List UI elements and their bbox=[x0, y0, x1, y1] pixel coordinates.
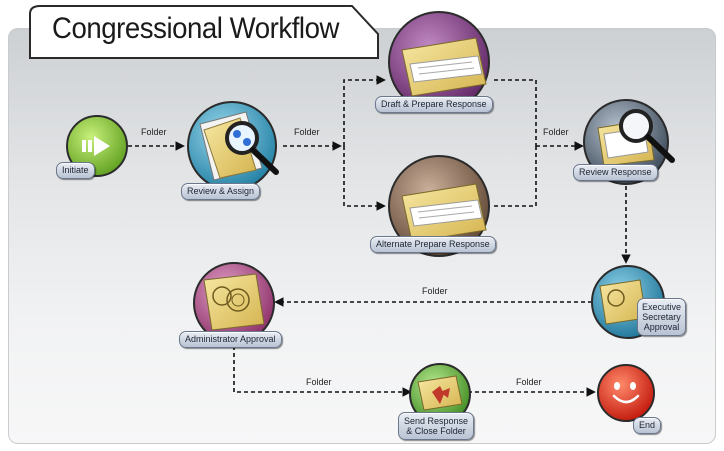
node-label-initiate: Initiate bbox=[56, 162, 95, 179]
node-label-review-response: Review Response bbox=[573, 164, 658, 181]
folder-icon bbox=[401, 37, 487, 97]
node-review-assign bbox=[187, 101, 279, 191]
node-alternate-prepare bbox=[388, 155, 490, 257]
edge-branch-to-draft bbox=[343, 75, 386, 146]
node-label-executive-approval: Executive Secretary Approval bbox=[637, 298, 687, 336]
magnifier-icon bbox=[619, 109, 675, 163]
executive-label-line-1: Executive bbox=[642, 302, 682, 312]
node-initiate bbox=[66, 115, 128, 177]
edge-branch-to-alternate bbox=[343, 146, 386, 211]
edge-label-initiate-review: Folder bbox=[141, 127, 167, 137]
node-draft-prepare bbox=[388, 11, 490, 113]
folder-icon bbox=[401, 183, 487, 243]
node-label-send-close: Send Response & Close Folder bbox=[398, 412, 475, 440]
title-tab-area: Congressional Workflow bbox=[0, 0, 380, 60]
node-review-response bbox=[583, 99, 675, 185]
node-label-administrator-approval: Administrator Approval bbox=[179, 331, 282, 348]
edge-label-executive-administrator: Folder bbox=[422, 286, 448, 296]
seal-icon bbox=[203, 273, 265, 331]
smiley-icon bbox=[612, 382, 640, 404]
executive-label-line-2: Secretary bbox=[642, 312, 681, 322]
gift-folder-icon bbox=[417, 375, 463, 411]
edge-label-administrator-send: Folder bbox=[306, 377, 332, 387]
node-label-review-assign: Review & Assign bbox=[181, 183, 261, 200]
node-end bbox=[597, 364, 655, 422]
edge-alternate-to-merge bbox=[494, 146, 537, 207]
node-label-draft-prepare: Draft & Prepare Response bbox=[375, 96, 493, 113]
node-label-alternate-prepare: Alternate Prepare Response bbox=[370, 236, 496, 253]
edge-label-drafts-review-response: Folder bbox=[543, 127, 569, 137]
edge-draft-to-merge bbox=[494, 79, 537, 146]
title-tab bbox=[29, 5, 379, 59]
send-label-line-2: & Close Folder bbox=[406, 426, 466, 436]
edge-administrator-to-send bbox=[233, 346, 412, 397]
edge-label-send-end: Folder bbox=[516, 377, 542, 387]
magnifier-icon bbox=[225, 121, 279, 175]
arrow-right-icon bbox=[82, 136, 110, 156]
edge-label-review-drafts: Folder bbox=[294, 127, 320, 137]
node-label-end: End bbox=[633, 417, 662, 434]
diagram-panel bbox=[8, 28, 716, 444]
send-label-line-1: Send Response bbox=[404, 416, 469, 426]
executive-label-line-3: Approval bbox=[643, 322, 680, 332]
page-title: Congressional Workflow bbox=[52, 12, 339, 45]
